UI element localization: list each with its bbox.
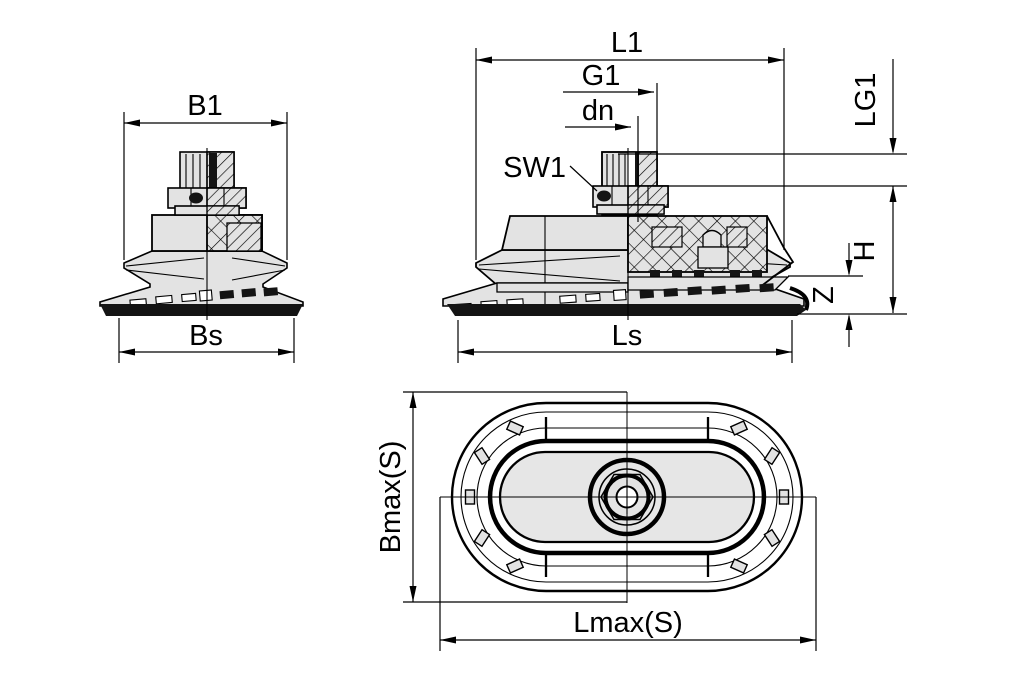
dim-SW1: SW1 <box>503 152 598 192</box>
dim-Ls: Ls <box>457 320 793 363</box>
dim-dn: dn <box>565 95 639 222</box>
dim-Lmax: Lmax(S) <box>439 497 817 651</box>
plan-plate-corners <box>544 417 710 577</box>
end-view-sealing-lip <box>100 287 303 316</box>
dim-L1: L1 <box>475 27 785 260</box>
section-view-plate-section <box>627 215 795 291</box>
dim-label-LG1: LG1 <box>850 73 882 128</box>
dim-H: H <box>849 186 897 313</box>
end-view: B1 Bs <box>99 90 304 363</box>
dim-label-B1: B1 <box>187 90 222 122</box>
section-view-plate-left <box>496 215 629 306</box>
reference-lines <box>618 153 907 315</box>
plan-ring-2 <box>460 411 794 583</box>
dim-label-L1: L1 <box>611 27 643 59</box>
dim-B1: B1 <box>123 90 288 260</box>
section-view-fitting <box>592 151 669 216</box>
dim-Bs: Bs <box>118 318 295 363</box>
dim-label-dn: dn <box>582 95 614 127</box>
section-view: L1 G1 dn SW1 <box>442 27 907 363</box>
dim-label-G1: G1 <box>582 60 621 92</box>
dim-label-SW1: SW1 <box>503 152 566 184</box>
dim-Z: Z <box>808 243 853 347</box>
dim-label-H: H <box>849 241 881 262</box>
dim-G1: G1 <box>563 60 658 152</box>
plan-outer-ring <box>450 401 804 593</box>
dim-label-Lmax: Lmax(S) <box>573 607 683 639</box>
dim-label-Bmax: Bmax(S) <box>375 441 407 554</box>
dim-LG1: LG1 <box>850 59 897 154</box>
plan-view: Bmax(S) Lmax(S) <box>375 391 817 651</box>
section-view-sealing-lip <box>447 283 810 316</box>
dim-label-Z: Z <box>808 286 840 304</box>
dim-label-Bs: Bs <box>189 320 223 352</box>
dim-label-Ls: Ls <box>612 320 643 352</box>
